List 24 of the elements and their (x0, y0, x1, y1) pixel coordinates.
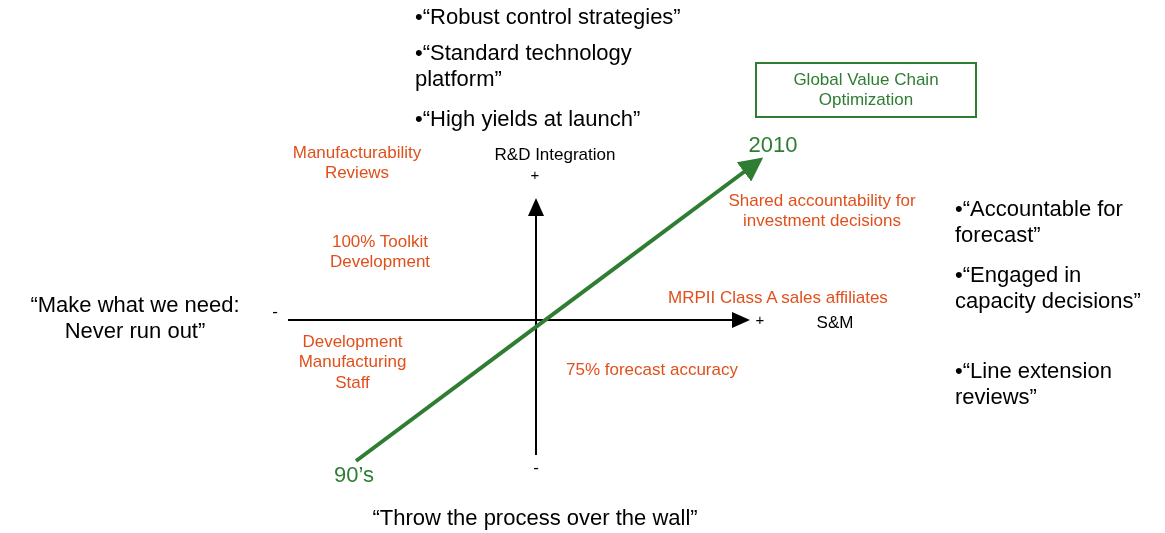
quadrant-note: Development Manufacturing Staff (297, 332, 408, 394)
goal-box: Global Value Chain Optimization (755, 62, 977, 118)
axis-label: R&D Integration (493, 145, 617, 166)
axis-end-quote: “Throw the process over the wall” (371, 505, 699, 532)
axis-sign: - (532, 458, 540, 479)
quadrant-note: Shared accountability for investment decisions (727, 191, 917, 232)
quote-bullet: •“Accountable for forecast” (955, 196, 1124, 249)
quote-bullet: •“Robust control strategies” (415, 4, 682, 31)
quote-bullet: •“Line extension reviews” (955, 358, 1113, 411)
quote-bullet: •“Standard technology platform” (415, 40, 633, 93)
end-label: 2010 (738, 130, 808, 160)
axis-label: S&M (815, 313, 855, 334)
axis-sign: + (754, 311, 766, 329)
quote-bullet: •“Engaged in capacity decisions” (955, 262, 1142, 315)
axis-sign: - (271, 302, 279, 323)
quote-bullet: •“High yields at launch” (415, 106, 642, 133)
trend-arrow (354, 157, 764, 463)
axis-end-quote: “Make what we need: Never run out” (29, 292, 241, 345)
axis-sign: + (529, 166, 541, 184)
start-label: 90’s (326, 461, 382, 489)
quadrant-note: MRPII Class A sales affiliates (668, 288, 889, 309)
quadrant-note: 75% forecast accuracy (566, 360, 739, 381)
quadrant-note: Manufacturability Reviews (291, 143, 423, 184)
quadrant-note: 100% Toolkit Development (328, 232, 432, 273)
